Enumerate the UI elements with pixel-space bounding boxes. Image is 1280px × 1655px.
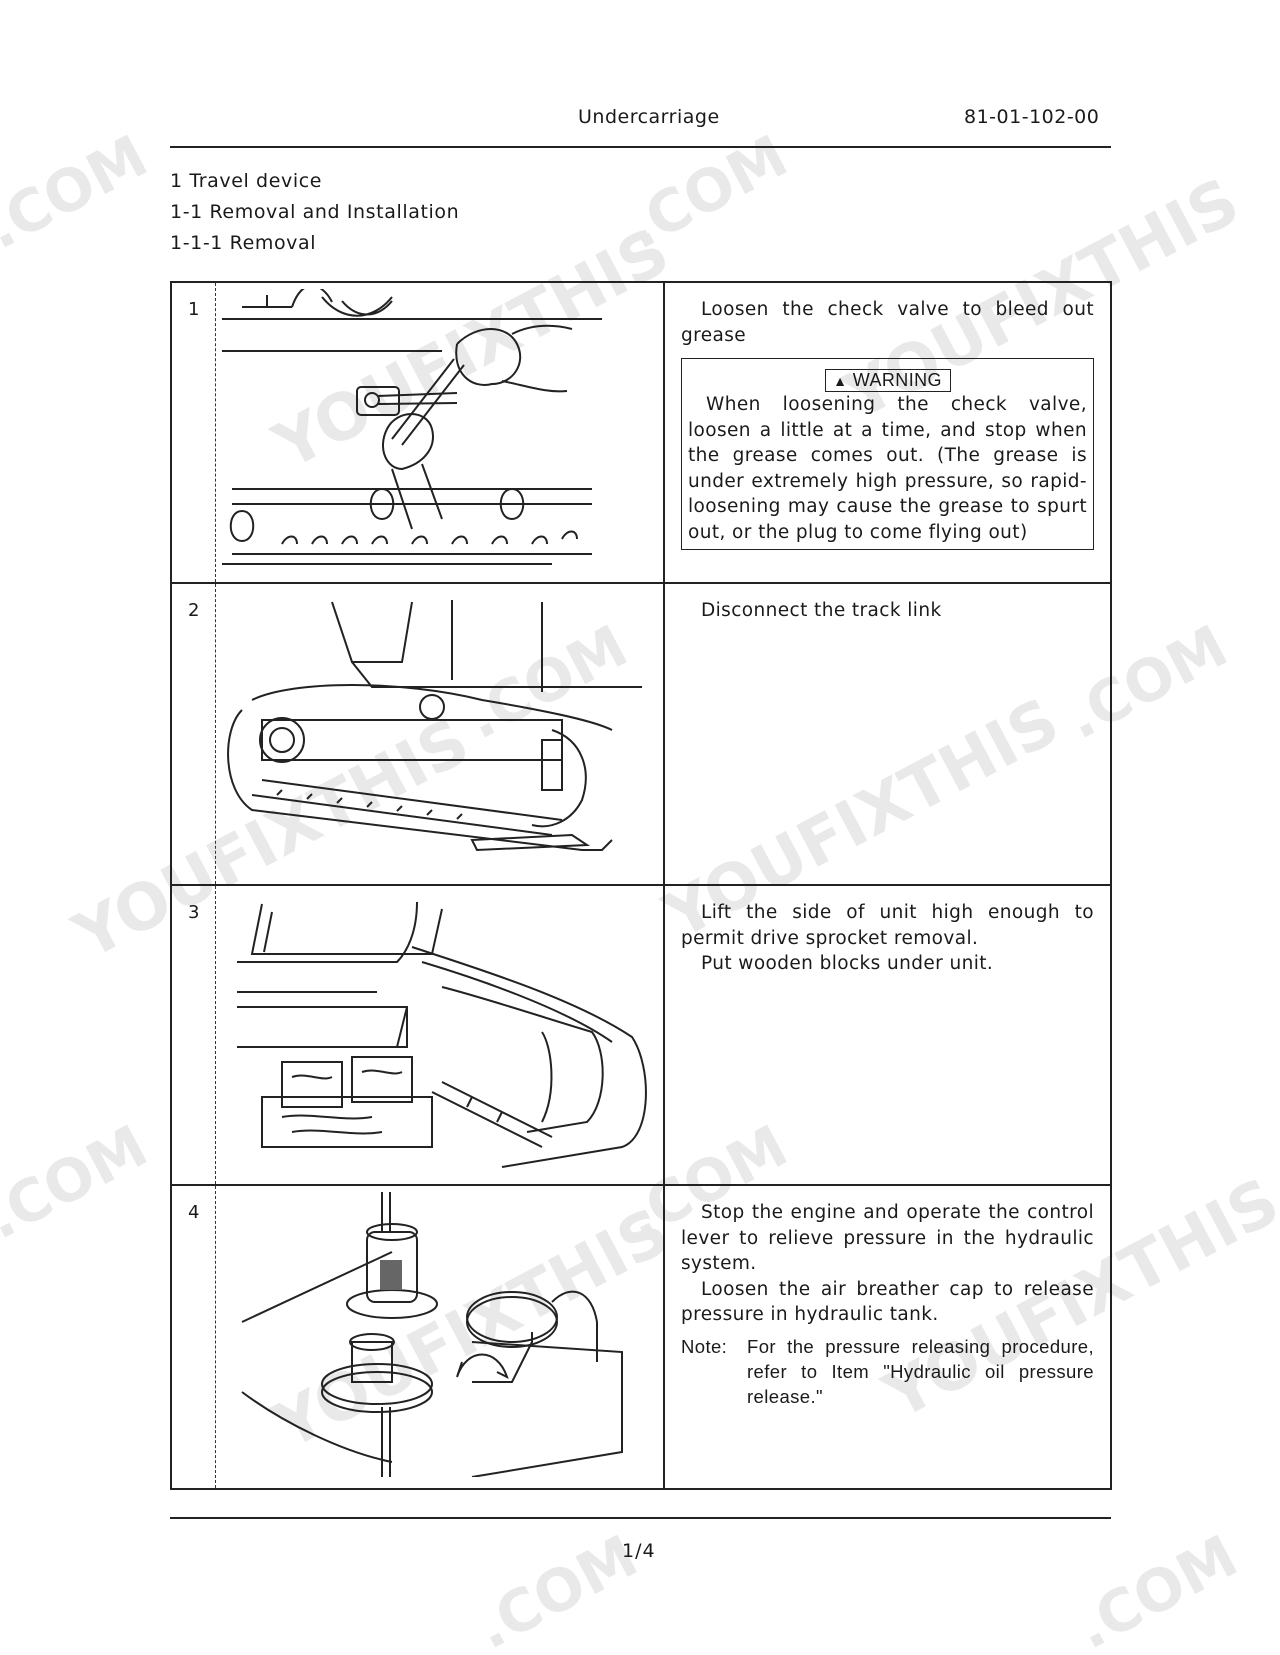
instruction-text: Loosen the check valve to bleed out grea… xyxy=(681,299,1094,346)
watermark-com: .COM xyxy=(0,122,158,263)
procedure-step-row: 1 Loosen t xyxy=(172,283,1110,584)
procedure-step-row: 4 Stop the xyxy=(172,1186,1110,1488)
warning-box: ▲ WARNING When loosening the check valve… xyxy=(681,358,1094,550)
instruction-cell: Disconnect the track link xyxy=(665,584,1110,884)
instruction-cell: Loosen the check valve to bleed out grea… xyxy=(665,283,1110,582)
step-number: 4 xyxy=(188,1202,200,1223)
margin-guide xyxy=(215,1186,216,1488)
watermark-com: .COM xyxy=(1065,1522,1248,1655)
margin-guide xyxy=(215,283,216,582)
instruction-cell: Stop the engine and operate the control … xyxy=(665,1186,1110,1488)
instruction-text: Stop the engine and operate the control … xyxy=(681,1202,1094,1274)
heading-level-3: 1-1-1 Removal xyxy=(170,232,317,254)
note: Note: For the pressure releasing procedu… xyxy=(681,1334,1094,1409)
illustration-cell: 4 xyxy=(172,1186,665,1488)
illustration-cell: 2 xyxy=(172,584,665,884)
instruction-text: Loosen the air breather cap to release p… xyxy=(681,1278,1094,1326)
watermark-com: .COM xyxy=(0,1112,158,1253)
illustration-cell: 1 xyxy=(172,283,665,582)
instruction-text: Disconnect the track link xyxy=(701,600,942,621)
air-breather-cap-illustration xyxy=(241,1192,623,1477)
margin-guide xyxy=(215,886,216,1184)
step-number: 3 xyxy=(188,902,200,923)
step-number: 2 xyxy=(188,600,200,621)
footer-rule xyxy=(170,1517,1111,1519)
section-headings: 1 Travel device 1-1 Removal and Installa… xyxy=(170,166,459,259)
section-title: Undercarriage xyxy=(578,106,720,128)
warning-text: When loosening the check valve, loosen a… xyxy=(688,394,1087,543)
page-number: 1/4 xyxy=(622,1540,656,1562)
note-label: Note: xyxy=(681,1335,728,1357)
procedure-step-row: 3 Lift the side of unit high enough to p… xyxy=(172,886,1110,1186)
warning-triangle-icon: ▲ xyxy=(833,373,848,389)
header-rule xyxy=(170,146,1111,148)
warning-label: ▲ WARNING xyxy=(824,369,951,392)
heading-level-1: 1 Travel device xyxy=(170,170,323,192)
procedure-table: 1 Loosen t xyxy=(170,281,1112,1490)
procedure-step-row: 2 Disconnect the track link xyxy=(172,584,1110,886)
note-text: For the pressure releasing procedure, re… xyxy=(747,1335,1094,1407)
instruction-text: Put wooden blocks under unit. xyxy=(701,953,994,974)
check-valve-wrench-illustration xyxy=(222,289,602,565)
instruction-cell: Lift the side of unit high enough to per… xyxy=(665,886,1110,1184)
track-link-disconnect-illustration xyxy=(227,600,642,852)
watermark-com: .COM xyxy=(615,122,798,263)
instruction-text: Lift the side of unit high enough to per… xyxy=(681,902,1094,949)
document-number: 81-01-102-00 xyxy=(964,106,1100,128)
illustration-cell: 3 xyxy=(172,886,665,1184)
wooden-blocks-illustration xyxy=(237,901,647,1168)
step-number: 1 xyxy=(188,299,200,320)
watermark-com: .COM xyxy=(465,1522,648,1655)
heading-level-2: 1-1 Removal and Installation xyxy=(170,201,460,223)
margin-guide xyxy=(215,584,216,884)
